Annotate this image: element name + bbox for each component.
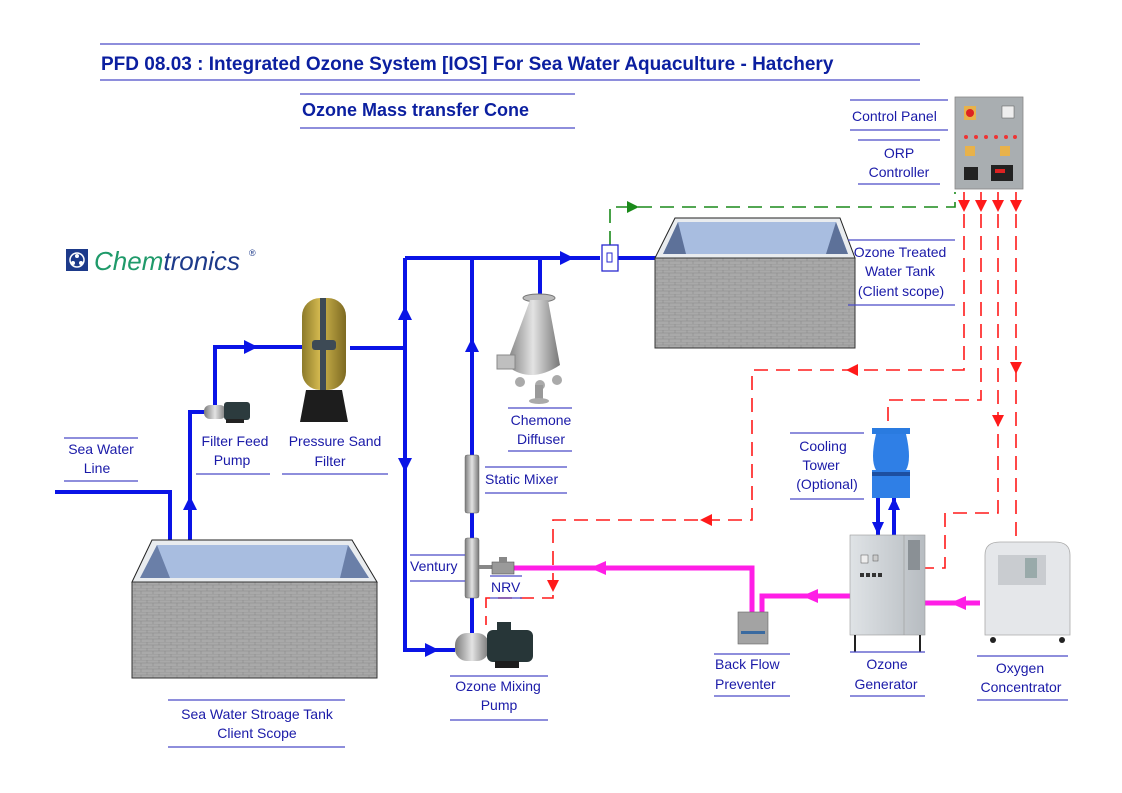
svg-text:Chemone: Chemone [511,412,572,428]
svg-text:Static Mixer: Static Mixer [485,471,558,487]
label-ozone-mixing-pump: Ozone Mixing Pump [450,675,548,721]
label-nrv: NRV [490,575,522,599]
control-panel [954,96,1024,190]
svg-text:Ozone Treated: Ozone Treated [854,244,947,260]
svg-text:Sea Water: Sea Water [68,441,134,457]
non-return-valve [491,557,515,575]
svg-text:Sea Water Stroage Tank: Sea Water Stroage Tank [181,706,334,722]
label-cooling-tower: Cooling Tower (Optional) [790,432,864,500]
venturi [464,537,493,599]
svg-text:Chemtronics: Chemtronics [94,246,240,276]
diagram-subtitle: Ozone Mass transfer Cone [302,100,529,120]
label-ozone-generator: Ozone Generator [850,651,925,697]
label-static-mixer: Static Mixer [485,466,567,494]
label-chemone-diffuser: Chemone Diffuser [508,407,572,452]
ozone-gas-lines [510,561,980,612]
page-subtitle: Ozone Mass transfer Cone [300,93,575,129]
svg-text:Concentrator: Concentrator [981,679,1062,695]
svg-text:Client Scope: Client Scope [217,725,297,741]
tank-to-feed-pump-line [188,410,205,565]
recirculation-loop-line [403,258,455,652]
svg-text:Back Flow: Back Flow [715,656,780,672]
svg-text:Pressure Sand: Pressure Sand [289,433,382,449]
water-lines [55,251,900,657]
static-mixer [464,454,480,514]
svg-text:Control Panel: Control Panel [852,108,937,124]
page-title: PFD 08.03 : Integrated Ozone System [IOS… [100,43,920,81]
label-filter-feed-pump: Filter Feed Pump [196,433,270,475]
svg-text:Filter: Filter [314,453,345,469]
ozone-mixing-pump [455,622,533,668]
svg-text:Pump: Pump [214,452,251,468]
svg-text:Controller: Controller [869,164,930,180]
chemone-diffuser [496,293,562,404]
label-venturi: Ventury [410,554,465,582]
svg-text:Pump: Pump [481,697,518,713]
logo-text-chem: Chem [94,246,163,276]
logo-icon [66,249,88,271]
svg-text:(Optional): (Optional) [796,476,857,492]
svg-text:Diffuser: Diffuser [517,431,565,447]
oxygen-concentrator [984,541,1071,643]
signal-to-cooling-tower [887,192,982,428]
bfp-to-nrv-line [510,565,755,612]
label-control-panel: Control Panel [850,99,948,131]
label-ozone-treated-tank: Ozone Treated Water Tank (Client scope) [848,239,955,306]
feed-pump-to-filter-line [213,345,315,405]
svg-text:Ozone Mixing: Ozone Mixing [455,678,541,694]
svg-text:Generator: Generator [854,676,917,692]
back-flow-preventer [737,611,769,645]
svg-text:Water Tank: Water Tank [865,263,936,279]
control-signal-lines [485,192,1022,625]
label-pressure-sand-filter: Pressure Sand Filter [282,433,388,475]
svg-text:Cooling: Cooling [799,438,846,454]
logo-text-tronics: tronics [163,246,240,276]
svg-text:Oxygen: Oxygen [996,660,1044,676]
svg-text:Line: Line [84,460,111,476]
pressure-sand-filter [300,298,348,422]
registered-mark: ® [249,248,256,258]
svg-text:Filter Feed: Filter Feed [202,433,269,449]
sea-water-storage-tank [131,539,378,679]
signal-to-mixing-pump [485,192,965,625]
diagram-title: PFD 08.03 : Integrated Ozone System [IOS… [101,54,834,75]
svg-text:NRV: NRV [491,579,521,595]
ozone-generator [849,534,926,652]
svg-text:Ventury: Ventury [410,558,457,574]
label-oxygen-concentrator: Oxygen Concentrator [977,655,1068,701]
orp-probe [601,244,619,272]
label-orp-controller: ORP Controller [858,139,940,185]
ozone-treated-water-tank [654,217,856,349]
svg-text:ORP: ORP [884,145,914,161]
svg-text:Tower: Tower [802,457,840,473]
label-sea-water-line: Sea Water Line [64,437,138,482]
svg-text:(Client scope): (Client scope) [858,283,944,299]
label-back-flow-preventer: Back Flow Preventer [714,653,790,697]
label-storage-tank: Sea Water Stroage Tank Client Scope [168,699,345,748]
svg-text:Ozone: Ozone [866,656,907,672]
generator-to-bfp-line [759,593,850,612]
orp-sensor-line [609,192,956,245]
cooling-tower [872,428,910,498]
signal-to-ozone-generator [925,192,999,569]
svg-text:Preventer: Preventer [715,676,776,692]
filter-feed-pump [204,402,250,423]
chemtronics-logo: Chemtronics ® [66,246,256,276]
